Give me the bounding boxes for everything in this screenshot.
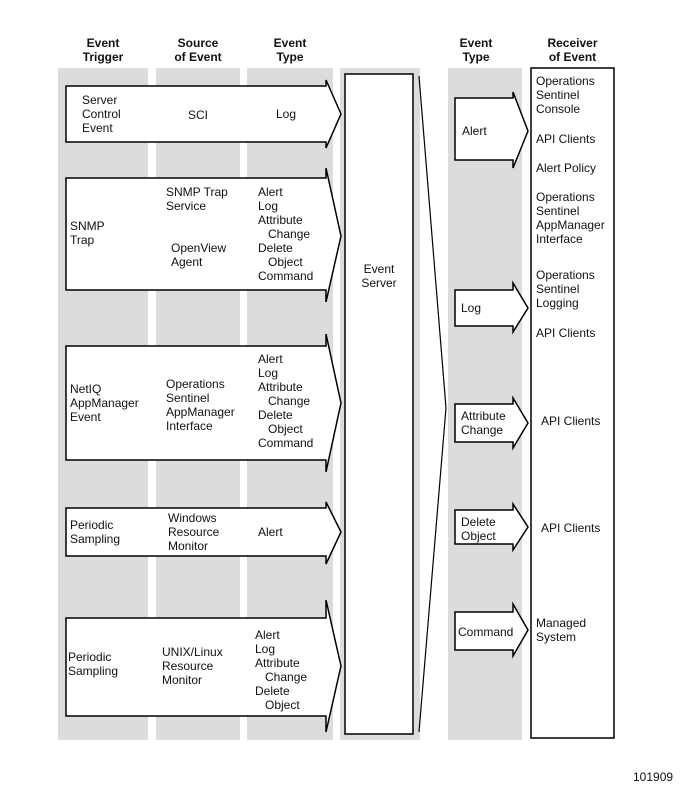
arrow-snmp-trap	[65, 167, 342, 303]
arrow-out-log	[454, 280, 529, 335]
arrow-out-attribute-change	[454, 395, 529, 451]
receiver-box	[530, 67, 615, 739]
receiver-item: Operations Sentinel AppManager Interface	[536, 190, 605, 246]
trigger-label: Periodic Sampling	[70, 518, 121, 546]
source-label: Operations Sentinel AppManager Interface	[166, 377, 235, 433]
receiver-item: API Clients	[536, 132, 596, 146]
header-event-trigger: Event Trigger	[82, 36, 124, 64]
trigger-label: Server Control Event	[82, 93, 121, 135]
receiver-item: API Clients	[541, 414, 601, 428]
figure-number: 101909	[633, 770, 674, 784]
source-label: SCI	[188, 108, 209, 122]
arrow-out-command	[454, 601, 529, 659]
arrow-out-alert	[454, 91, 529, 169]
header-source-of-event: Source of Event	[174, 36, 222, 64]
header-event-type-left: Event Type	[273, 36, 307, 64]
event-types-label: Alert Log Attribute Change Delete Object	[255, 628, 308, 712]
event-server-box	[344, 73, 414, 735]
trigger-label: NetIQ AppManager Event	[70, 382, 139, 424]
out-type-attribute-change: Attribute Change	[461, 409, 506, 437]
trigger-label: Periodic Sampling	[68, 650, 119, 678]
event-server-label: Event Server	[361, 262, 397, 290]
arrow-server-control-event	[65, 79, 342, 149]
receiver-item: Operations Sentinel Logging	[536, 268, 595, 310]
event-types-label: Alert Log Attribute Change Delete Object…	[258, 185, 314, 283]
fanout-line-bottom	[418, 407, 447, 733]
event-types-label: Log	[276, 107, 297, 121]
source-label: Windows Resource Monitor	[168, 511, 220, 553]
source-label-secondary: OpenView Agent	[171, 241, 227, 269]
receiver-item: Managed System	[536, 616, 587, 644]
out-type-delete-object: Delete Object	[461, 515, 496, 543]
source-label: UNIX/Linux Resource Monitor	[162, 645, 223, 687]
trigger-label: SNMP Trap	[70, 219, 105, 247]
out-type-alert: Alert	[462, 124, 487, 138]
fanout-line-top	[418, 75, 447, 409]
arrow-windows-sampling	[65, 501, 342, 565]
source-label: SNMP Trap Service	[166, 185, 228, 213]
out-type-command: Command	[458, 625, 514, 639]
arrow-unix-sampling	[65, 599, 342, 733]
receiver-item: Alert Policy	[536, 161, 597, 175]
arrow-netiq-appmanager	[65, 333, 342, 473]
header-receiver-of-event: Receiver of Event	[547, 36, 598, 64]
receiver-item: API Clients	[541, 521, 601, 535]
out-type-log: Log	[461, 301, 482, 315]
receiver-item: API Clients	[536, 326, 596, 340]
header-event-type-right: Event Type	[459, 36, 493, 64]
arrow-out-delete-object	[454, 501, 529, 553]
event-types-label: Alert Log Attribute Change Delete Object…	[258, 352, 314, 450]
receiver-item: Operations Sentinel Console	[536, 74, 595, 116]
event-types-label: Alert	[258, 525, 283, 539]
